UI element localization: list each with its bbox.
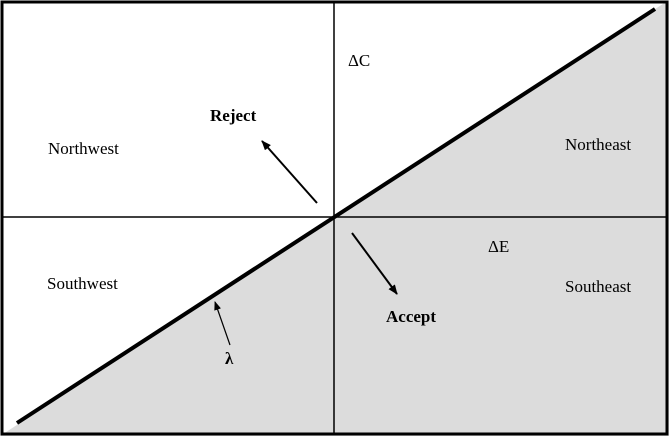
threshold-line xyxy=(15,7,657,425)
quadrant-southwest-label: Southwest xyxy=(47,274,118,293)
horizontal-axis-label: ΔE xyxy=(488,237,509,256)
reject-label: Reject xyxy=(210,106,257,125)
accept-label: Accept xyxy=(386,307,436,326)
quadrant-southeast-label: Southeast xyxy=(565,277,631,296)
quadrant-northwest-label: Northwest xyxy=(48,139,119,158)
accept-arrow xyxy=(351,232,398,295)
vertical-axis-label: ΔC xyxy=(348,51,370,70)
quadrant-northeast-label: Northeast xyxy=(565,135,631,154)
threshold-pointer-arrow xyxy=(214,301,231,346)
threshold-lambda-label: λ xyxy=(225,349,234,368)
reject-arrow xyxy=(261,140,318,204)
